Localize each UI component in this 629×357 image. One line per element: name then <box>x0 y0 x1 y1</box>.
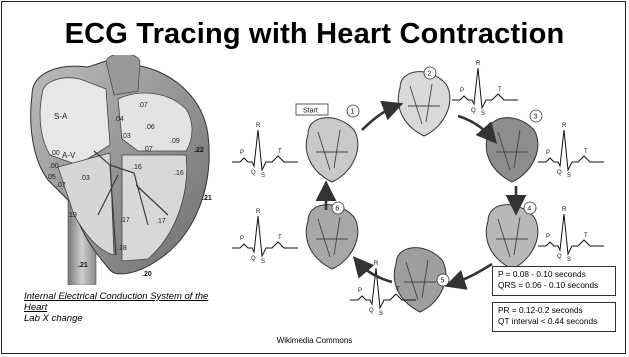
time-label: .20 <box>142 271 152 278</box>
time-label: .16 <box>132 164 142 171</box>
ecg-t-label: T <box>498 87 502 93</box>
ecg-p-label: P <box>358 288 362 294</box>
ecg-t-label: T <box>278 149 282 155</box>
ecg-q-label: Q <box>557 170 562 176</box>
heart-conduction-diagram: S-A A-V .00 .04 .07 .06 .03 .07 .09 .22 … <box>18 55 240 285</box>
ecg-r-label: R <box>562 123 567 129</box>
ecg-s-label: S <box>567 257 571 263</box>
time-label: .07 <box>143 146 153 153</box>
ecg-s-label: S <box>261 173 265 179</box>
av-node-label: A-V <box>62 151 76 160</box>
ecg-q-label: Q <box>557 254 562 260</box>
slide-title: ECG Tracing with Heart Contraction <box>0 18 629 51</box>
ecg-q-label: Q <box>369 308 374 314</box>
cycle-arrow <box>362 106 396 130</box>
ecg-s-label: S <box>379 311 383 317</box>
ecg-t-label: T <box>278 235 282 241</box>
ecg-p-label: P <box>546 234 550 240</box>
step-number: 5 <box>440 278 444 285</box>
time-label: .06 <box>145 124 155 131</box>
time-label: .17 <box>156 218 166 225</box>
time-label: .03 <box>80 175 90 182</box>
sa-node-label: S-A <box>54 112 68 121</box>
interval-durations-box: PR = 0.12-0.2 seconds QT interval < 0.44… <box>492 302 616 332</box>
step-number: 6 <box>335 206 339 213</box>
ecg-q-label: Q <box>471 108 476 114</box>
ecg-t-label: T <box>396 287 400 293</box>
time-label: .21 <box>202 195 212 202</box>
ecg-r-label: R <box>374 261 379 267</box>
ecg-q-label: Q <box>251 170 256 176</box>
start-label: Start <box>303 108 318 115</box>
qt-interval: QT interval < 0.44 seconds <box>498 316 610 327</box>
qrs-duration: QRS = 0.06 - 0.10 seconds <box>498 280 610 291</box>
caption-note: Lab X change <box>24 313 234 324</box>
time-label: .18 <box>117 245 127 252</box>
ecg-p-label: P <box>240 150 244 156</box>
ecg-s-label: S <box>481 111 485 117</box>
time-label: .00 <box>49 163 59 170</box>
pr-interval: PR = 0.12-0.2 seconds <box>498 305 610 316</box>
ecg-p-label: P <box>460 88 464 94</box>
time-label: .03 <box>121 133 131 140</box>
time-label: .21 <box>78 262 88 269</box>
image-credit: Wikimedia Commons <box>0 336 629 345</box>
ecg-r-label: R <box>256 209 261 215</box>
time-label: .04 <box>114 116 124 123</box>
small-heart <box>398 72 450 136</box>
small-heart <box>306 118 358 182</box>
time-label: .16 <box>174 170 184 177</box>
time-label: .19 <box>67 212 77 219</box>
step-number: 2 <box>427 71 431 78</box>
small-heart <box>306 205 358 269</box>
heart-caption: Internal Electrical Conduction System of… <box>24 291 234 324</box>
ecg-s-label: S <box>261 259 265 265</box>
time-label: .05 <box>46 174 56 181</box>
step-number: 4 <box>527 206 531 213</box>
ecg-t-label: T <box>584 149 588 155</box>
cycle-arrow <box>458 116 492 138</box>
time-label: .09 <box>170 138 180 145</box>
cycle-arrow <box>452 264 492 284</box>
time-label: .07 <box>56 182 66 189</box>
time-label: .17 <box>120 217 130 224</box>
wave-durations-box: P = 0.08 - 0.10 seconds QRS = 0.06 - 0.1… <box>492 266 616 296</box>
ecg-t-label: T <box>584 233 588 239</box>
step-number: 1 <box>350 109 354 116</box>
ecg-q-label: Q <box>251 256 256 262</box>
caption-title: Internal Electrical Conduction System of… <box>24 291 234 313</box>
p-wave-duration: P = 0.08 - 0.10 seconds <box>498 269 610 280</box>
ecg-r-label: R <box>562 207 567 213</box>
time-label: .22 <box>194 147 204 154</box>
ecg-s-label: S <box>567 173 571 179</box>
ecg-r-label: R <box>256 123 261 129</box>
time-label: .00 <box>50 150 60 157</box>
ecg-p-label: P <box>546 150 550 156</box>
step-number: 3 <box>533 114 537 121</box>
ecg-p-label: P <box>240 236 244 242</box>
time-label: .07 <box>138 102 148 109</box>
small-heart <box>486 118 538 182</box>
ecg-r-label: R <box>476 61 481 67</box>
